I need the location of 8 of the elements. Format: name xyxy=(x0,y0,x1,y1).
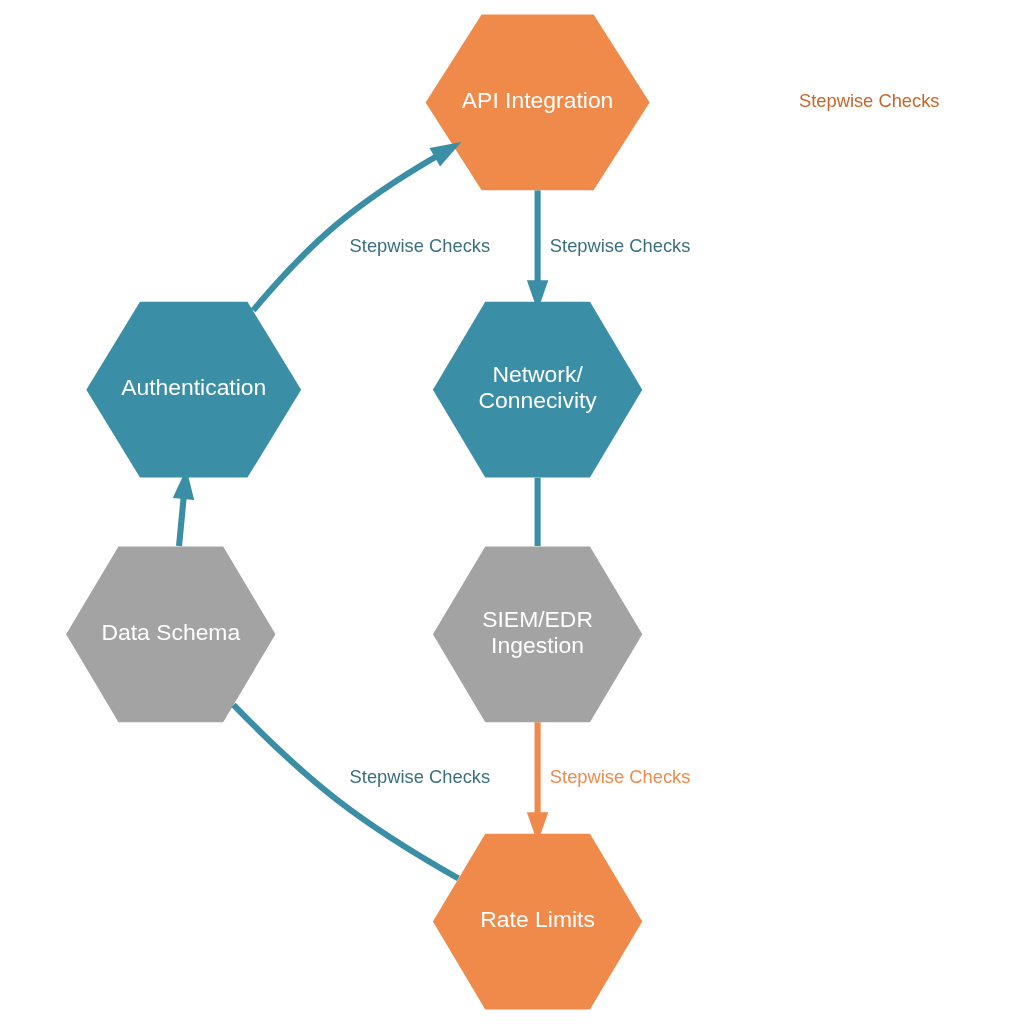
label: Stepwise Checks xyxy=(798,90,940,112)
connector xyxy=(231,702,460,881)
edge-label: Stepwise Checks xyxy=(549,766,691,788)
connector xyxy=(534,477,541,547)
edge-label: Stepwise Checks xyxy=(349,234,491,256)
edge-label: Stepwise Checks xyxy=(349,766,491,788)
arrow xyxy=(250,142,462,313)
edge-label: Stepwise Checks xyxy=(549,234,691,256)
